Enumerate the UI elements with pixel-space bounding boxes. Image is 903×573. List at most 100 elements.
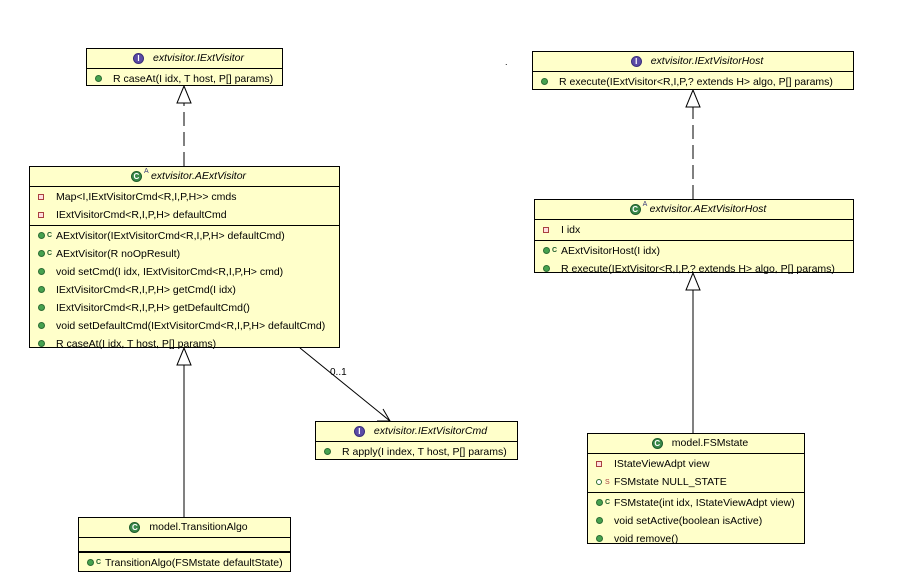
method-signature: AExtVisitorHost(I idx)	[561, 245, 660, 257]
method-row: IExtVisitorCmd<R,I,P,H> getCmd(I idx)	[30, 281, 339, 299]
method-signature: void setCmd(I idx, IExtVisitorCmd<R,I,P,…	[56, 266, 284, 278]
inheritance-arrowhead-fsmstate	[685, 271, 701, 291]
method-row: void setActive(boolean isActive)	[588, 512, 804, 530]
interface-icon: I	[353, 426, 365, 437]
class-name: extvisitor.AExtVisitorHost	[649, 203, 767, 215]
class-name: model.FSMstate	[671, 437, 749, 449]
public-method-icon	[596, 535, 603, 542]
method-signature: IExtVisitorCmd<R,I,P,H> getDefaultCmd()	[56, 302, 250, 314]
class-name: extvisitor.IExtVisitor	[152, 52, 245, 64]
method-row: C FSMstate(int idx, IStateViewAdpt view)	[588, 494, 804, 512]
method-row: R caseAt(I idx, T host, P[] params)	[30, 335, 339, 353]
abstract-marker: A	[143, 168, 149, 175]
field-signature: FSMstate NULL_STATE	[614, 476, 727, 488]
static-field-icon: S	[596, 479, 610, 486]
method-row: R apply(I index, T host, P[] params)	[316, 443, 517, 461]
field-signature: I idx	[561, 224, 581, 236]
public-method-icon	[541, 78, 548, 85]
abstract-marker: A	[642, 201, 648, 208]
stray-dot: .	[505, 57, 508, 67]
method-signature: IExtVisitorCmd<R,I,P,H> getCmd(I idx)	[56, 284, 236, 296]
interface-icon: I	[630, 56, 642, 67]
field-row: I idx	[535, 221, 853, 239]
public-method-icon	[38, 286, 45, 293]
method-row: C AExtVisitor(R noOpResult)	[30, 245, 339, 263]
class-icon: C	[651, 438, 663, 449]
method-row: R execute(IExtVisitor<R,I,P,? extends H>…	[533, 73, 853, 91]
interface-icon: I	[132, 53, 144, 64]
field-row: IStateViewAdpt view	[588, 455, 804, 473]
public-method-icon	[38, 304, 45, 311]
private-field-icon	[38, 212, 44, 218]
class-name: extvisitor.AExtVisitor	[150, 170, 247, 182]
method-row: C TransitionAlgo(FSMstate defaultState)	[79, 554, 290, 572]
method-signature: AExtVisitor(R noOpResult)	[56, 248, 181, 260]
field-row: IExtVisitorCmd<R,I,P,H> defaultCmd	[30, 206, 339, 224]
method-signature: AExtVisitor(IExtVisitorCmd<R,I,P,H> defa…	[56, 230, 285, 242]
private-field-icon	[543, 227, 549, 233]
constructor-icon: C	[596, 499, 610, 506]
private-field-icon	[596, 461, 602, 467]
method-signature: R apply(I index, T host, P[] params)	[342, 446, 507, 458]
constructor-icon: C	[38, 232, 52, 239]
association-multiplicity: 0..1	[330, 367, 347, 378]
method-row: void remove()	[588, 530, 804, 548]
class-name: model.TransitionAlgo	[149, 521, 248, 533]
class-name: extvisitor.IExtVisitorHost	[650, 55, 764, 67]
public-method-icon	[324, 448, 331, 455]
method-row: void setCmd(I idx, IExtVisitorCmd<R,I,P,…	[30, 263, 339, 281]
method-row: IExtVisitorCmd<R,I,P,H> getDefaultCmd()	[30, 299, 339, 317]
public-method-icon	[38, 268, 45, 275]
method-signature: R caseAt(I idx, T host, P[] params)	[56, 338, 217, 350]
class-name: extvisitor.IExtVisitorCmd	[373, 425, 488, 437]
method-signature: R execute(IExtVisitor<R,I,P,? extends H>…	[561, 263, 835, 275]
method-row: void setDefaultCmd(IExtVisitorCmd<R,I,P,…	[30, 317, 339, 335]
method-row: C AExtVisitorHost(I idx)	[535, 242, 853, 260]
field-signature: IExtVisitorCmd<R,I,P,H> defaultCmd	[56, 209, 227, 221]
empty-field-section	[79, 538, 290, 552]
class-icon: C	[129, 522, 141, 533]
method-signature: void setActive(boolean isActive)	[614, 515, 763, 527]
method-row: R caseAt(I idx, T host, P[] params)	[87, 70, 282, 88]
method-signature: R caseAt(I idx, T host, P[] params)	[113, 73, 274, 85]
constructor-icon: C	[87, 559, 101, 566]
public-method-icon	[38, 322, 45, 329]
field-row: Map<I,IExtVisitorCmd<R,I,P,H>> cmds	[30, 188, 339, 206]
method-signature: FSMstate(int idx, IStateViewAdpt view)	[614, 497, 795, 509]
constructor-icon: C	[38, 250, 52, 257]
realization-arrowhead-host	[685, 88, 701, 108]
realization-arrowhead	[176, 84, 192, 104]
private-field-icon	[38, 194, 44, 200]
public-method-icon	[543, 265, 550, 272]
field-signature: IStateViewAdpt view	[614, 458, 710, 470]
method-signature: void remove()	[614, 533, 679, 545]
method-signature: void setDefaultCmd(IExtVisitorCmd<R,I,P,…	[56, 320, 326, 332]
association-line	[299, 347, 391, 422]
inheritance-arrowhead	[176, 346, 192, 366]
method-row: R execute(IExtVisitor<R,I,P,? extends H>…	[535, 260, 853, 278]
public-method-icon	[95, 75, 102, 82]
constructor-icon: C	[543, 247, 557, 254]
method-signature: R execute(IExtVisitor<R,I,P,? extends H>…	[559, 76, 833, 88]
public-method-icon	[596, 517, 603, 524]
method-signature: TransitionAlgo(FSMstate defaultState)	[105, 557, 283, 569]
field-row: S FSMstate NULL_STATE	[588, 473, 804, 491]
method-row: C AExtVisitor(IExtVisitorCmd<R,I,P,H> def…	[30, 227, 339, 245]
